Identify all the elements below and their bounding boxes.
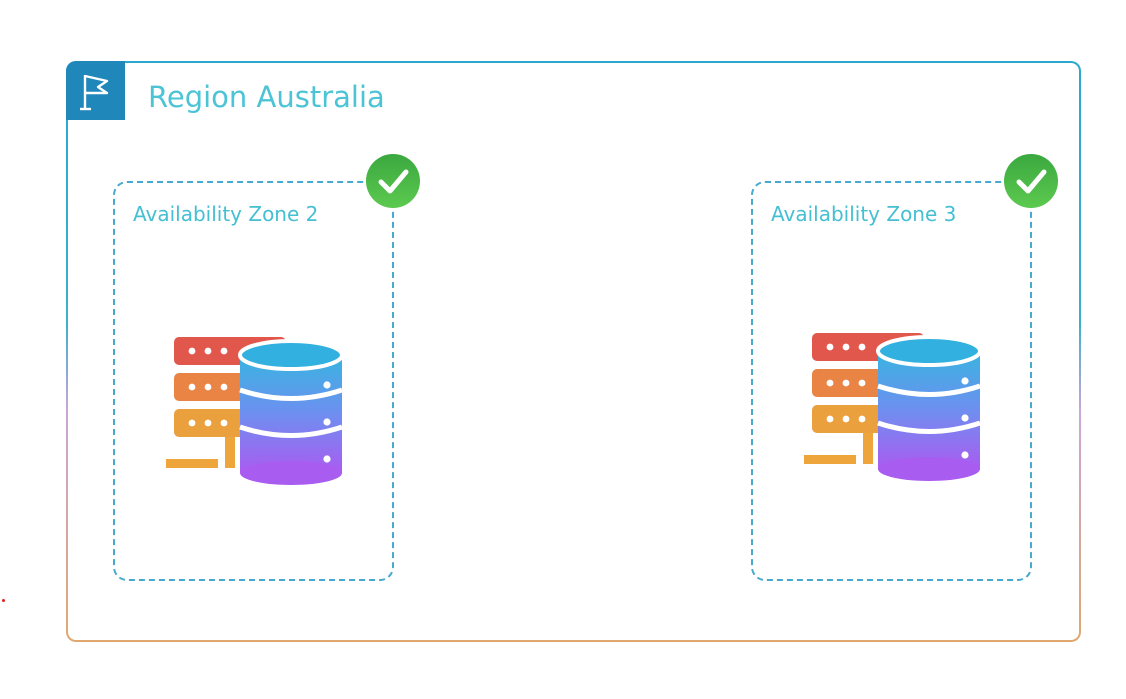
region-title: Region Australia — [148, 80, 385, 114]
check-circle-icon — [1004, 154, 1058, 208]
availability-zone-3 — [751, 181, 1032, 581]
zone-label: Availability Zone 2 — [133, 202, 319, 226]
flag-icon — [79, 74, 108, 110]
check-circle-icon — [366, 154, 420, 208]
server-database-icon — [802, 331, 982, 481]
zone-label: Availability Zone 3 — [771, 202, 957, 226]
stray-dot — [2, 599, 5, 602]
availability-zone-2 — [113, 181, 394, 581]
server-database-icon — [164, 335, 344, 485]
region-flag-badge — [66, 61, 125, 120]
